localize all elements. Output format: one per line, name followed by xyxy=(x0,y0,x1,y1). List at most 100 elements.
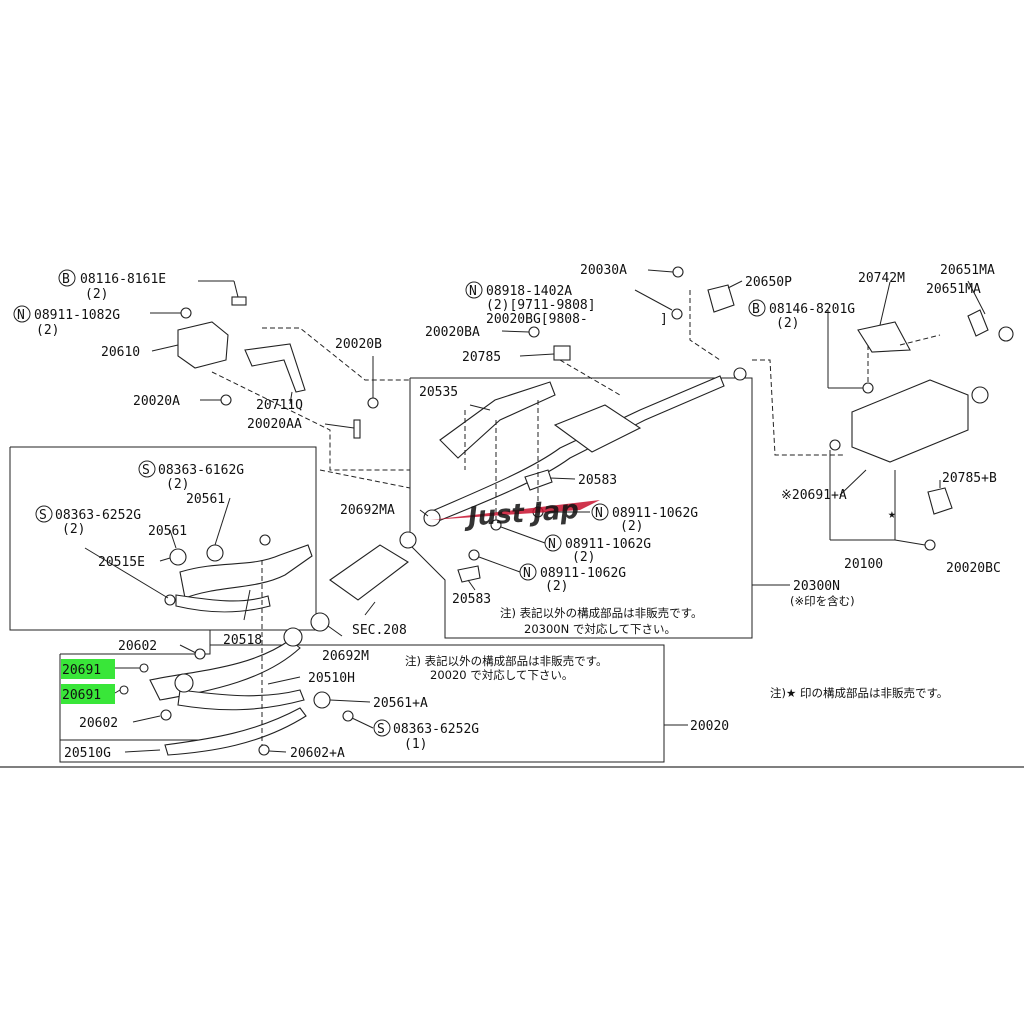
nut-08918-1402A xyxy=(671,308,683,320)
gasket-20561-a xyxy=(169,548,187,566)
nut-20602-lower xyxy=(160,709,172,721)
label-20020AA: 20020AA xyxy=(247,417,302,432)
label-sec208: SEC.208 xyxy=(352,623,407,638)
label-20300N-note: (※印を含む) xyxy=(790,594,855,608)
gasket-20561-b xyxy=(206,544,224,562)
bracket-20711Q-part xyxy=(244,343,306,393)
center-pipe-20300N-part xyxy=(429,375,725,523)
gasket-20691-lower xyxy=(119,685,129,695)
mount-20651MA-b xyxy=(998,326,1014,342)
label-08363-6252G-1-qty: (2) xyxy=(62,522,85,537)
front-pipe-20510H-part xyxy=(149,639,301,701)
symbol-b-2: B xyxy=(752,302,760,317)
label-08363-6252G-2: 08363-6252G xyxy=(393,722,479,737)
label-08116-qty: (2) xyxy=(85,287,108,302)
label-20602-2: 20602 xyxy=(79,716,118,731)
bolt-08363-6252G-b xyxy=(342,710,354,722)
tail-pipe-tip xyxy=(971,386,989,404)
label-08911-1082G-qty: (2) xyxy=(36,323,59,338)
bolt-08363-6162G xyxy=(259,534,271,546)
box-front-pipe-lower-b xyxy=(60,630,211,655)
heat-insulator-20535-part xyxy=(439,381,556,459)
note-20300N-line2: 20300N で対応して下さい。 xyxy=(524,622,676,636)
nut-08911-1082G xyxy=(180,307,192,319)
nut-20602A xyxy=(258,744,270,756)
front-pipe-20510G-part xyxy=(164,707,307,756)
label-20535: 20535 xyxy=(419,385,458,400)
nut-20020B xyxy=(367,397,379,409)
nut-20020BA xyxy=(528,326,540,338)
part-labels: 08116-8161E (2) 08911-1082G (2) 20610 20… xyxy=(34,263,1001,761)
nut-08911-1062G-c xyxy=(468,549,480,561)
label-20020: 20020 xyxy=(690,719,729,734)
bolt-20020A xyxy=(220,394,232,406)
note-20300N-line1: 注) 表記以外の構成部品は非販売です。 xyxy=(500,606,703,620)
front-tube-20518-part xyxy=(179,544,313,599)
bolt-08146-8201G xyxy=(862,382,874,394)
box-front-pipe-lower xyxy=(59,644,665,763)
label-20691A: ※20691+A xyxy=(781,488,847,503)
symbol-s-3: S xyxy=(377,722,385,737)
gasket-20691-upper xyxy=(139,663,149,673)
label-20711Q: 20711Q xyxy=(256,398,303,413)
symbol-n-5: N xyxy=(523,566,531,581)
label-08363-6162G-qty: (2) xyxy=(166,477,189,492)
label-20650P: 20650P xyxy=(745,275,792,290)
label-20518: 20518 xyxy=(223,633,262,648)
label-08911-1062G-1-qty: (2) xyxy=(620,519,643,534)
gasket-20561A xyxy=(313,691,331,709)
label-20100: 20100 xyxy=(844,557,883,572)
bolt-20030A xyxy=(672,266,684,278)
note-20020-line1: 注) 表記以外の構成部品は非販売です。 xyxy=(405,654,608,668)
star-marker: ★ xyxy=(888,507,896,522)
label-08911-1082G: 08911-1082G xyxy=(34,308,120,323)
label-08911-1062G-3-qty: (2) xyxy=(545,579,568,594)
bracket-20583-b xyxy=(457,565,481,583)
label-20651MA-1: 20651MA xyxy=(940,263,995,278)
mount-20651MA-a xyxy=(967,309,989,337)
label-08363-6252G-2-qty: (1) xyxy=(404,737,427,752)
rear-flange-joint xyxy=(733,367,747,381)
hanger-20610-part xyxy=(177,321,229,369)
gasket-20692M xyxy=(310,612,330,632)
label-20561A: 20561+A xyxy=(373,696,428,711)
bolt-08363-6252G xyxy=(164,594,176,606)
note-star: 注)★ 印の構成部品は非販売です。 xyxy=(770,686,948,700)
label-08918-qty: (2)[9711-9808] xyxy=(486,298,596,313)
label-20510H: 20510H xyxy=(308,671,355,686)
label-20561-1: 20561 xyxy=(186,492,225,507)
label-20691-1: 20691 xyxy=(62,663,101,678)
label-08911-1062G-2-qty: (2) xyxy=(572,550,595,565)
label-20602A: 20602+A xyxy=(290,746,345,761)
mount-rubber-20650P-part xyxy=(707,284,735,313)
symbol-markers: B N N B S S N N N S xyxy=(13,269,766,737)
label-20651MA-2: 20651MA xyxy=(926,282,981,297)
label-20602-1: 20602 xyxy=(118,639,157,654)
label-20020A: 20020A xyxy=(133,394,180,409)
label-20610: 20610 xyxy=(101,345,140,360)
label-08911-1062G-1: 08911-1062G xyxy=(612,506,698,521)
label-20583-1: 20583 xyxy=(578,473,617,488)
hanger-20785-part xyxy=(553,345,571,361)
front-pipe-y-branch xyxy=(177,689,305,711)
middle-muffler-part xyxy=(553,404,642,453)
nut-20602-upper xyxy=(194,648,206,660)
bracket-20742M-part xyxy=(857,321,911,353)
label-08116-8161E: 08116-8161E xyxy=(80,272,166,287)
label-20742M: 20742M xyxy=(858,271,905,286)
flange-20692MA xyxy=(423,509,441,527)
symbol-b-1: B xyxy=(62,272,70,287)
note-20020-line2: 20020 で対応して下さい。 xyxy=(430,668,573,682)
highlight-20691-upper xyxy=(61,659,115,679)
label-20030A: 20030A xyxy=(580,263,627,278)
flange-front xyxy=(174,673,194,693)
label-08363-6252G-1: 08363-6252G xyxy=(55,508,141,523)
highlight-20691-lower xyxy=(61,684,115,704)
symbol-s-1: S xyxy=(142,463,150,478)
dashed-guides xyxy=(211,290,941,745)
label-08363-6162G: 08363-6162G xyxy=(158,463,244,478)
hanger-20785B-part xyxy=(927,487,953,515)
label-20785B: 20785+B xyxy=(942,471,997,486)
catalyst-sec208-part xyxy=(329,544,409,601)
